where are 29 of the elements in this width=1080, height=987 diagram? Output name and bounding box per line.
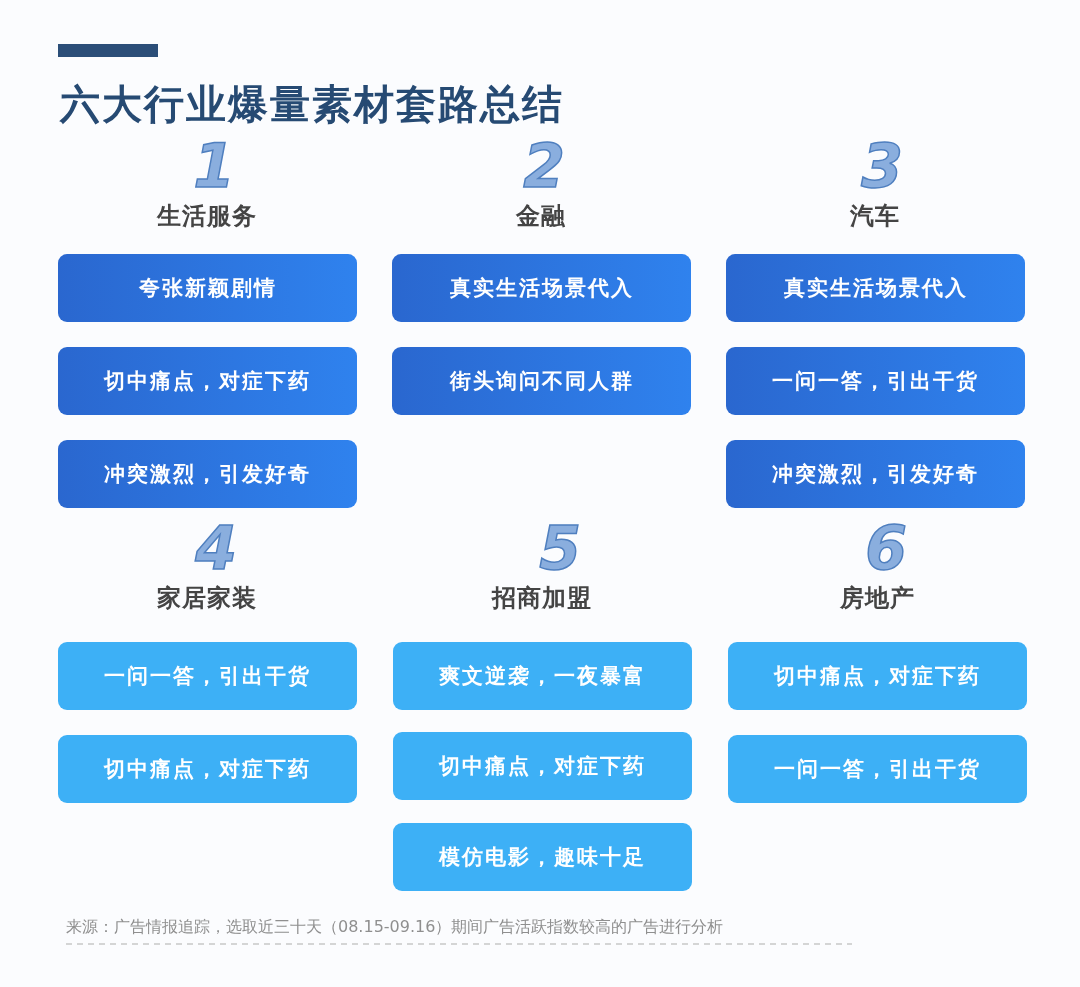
category-number: 6 (864, 517, 908, 579)
category-number: 5 (538, 517, 582, 579)
category-number: 3 (860, 135, 904, 197)
category-number: 4 (194, 517, 238, 579)
category-heading: 房地产 (839, 583, 915, 613)
strategy-card: 切中痛点，对症下药 (58, 735, 357, 803)
source-note: 来源：广告情报追踪，选取近三十天（08.15-09.16）期间广告活跃指数较高的广告进行分析 (66, 916, 724, 938)
strategy-card: 一问一答，引出干货 (58, 642, 357, 710)
strategy-card: 模仿电影，趣味十足 (393, 823, 692, 891)
category-number: 2 (522, 135, 566, 197)
page-title: 六大行业爆量素材套路总结 (60, 80, 564, 129)
category-number: 1 (192, 135, 236, 197)
strategy-card: 爽文逆袭，一夜暴富 (393, 642, 692, 710)
strategy-card: 真实生活场景代入 (726, 254, 1025, 322)
strategy-card: 切中痛点，对症下药 (728, 642, 1027, 710)
category-heading: 金融 (516, 201, 566, 231)
strategy-card: 切中痛点，对症下药 (393, 732, 692, 800)
category-heading: 招商加盟 (492, 583, 592, 613)
strategy-card: 切中痛点，对症下药 (58, 347, 357, 415)
category-heading: 家居家装 (157, 583, 257, 613)
strategy-card: 冲突激烈，引发好奇 (58, 440, 357, 508)
strategy-card: 街头询问不同人群 (392, 347, 691, 415)
strategy-card: 一问一答，引出干货 (728, 735, 1027, 803)
strategy-card: 冲突激烈，引发好奇 (726, 440, 1025, 508)
category-heading: 汽车 (850, 201, 900, 231)
strategy-card: 一问一答，引出干货 (726, 347, 1025, 415)
strategy-card: 夸张新颖剧情 (58, 254, 357, 322)
category-heading: 生活服务 (157, 201, 257, 231)
strategy-card: 真实生活场景代入 (392, 254, 691, 322)
